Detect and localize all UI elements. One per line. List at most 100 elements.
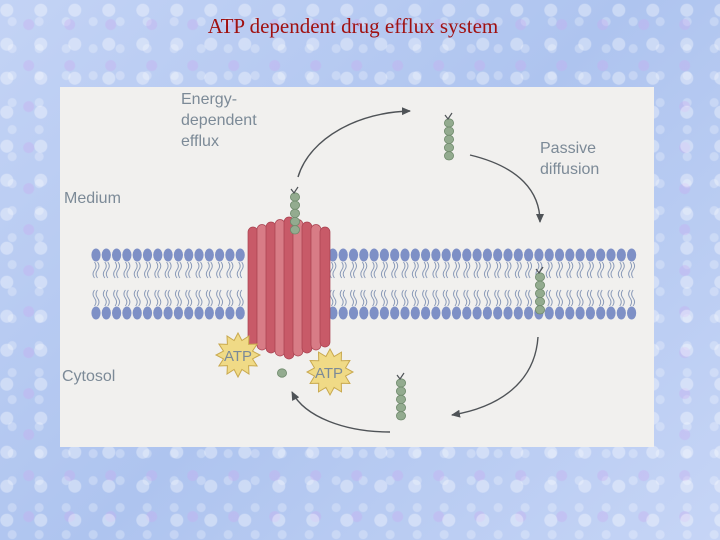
lipid-tail [373, 289, 378, 307]
lipid-tail [628, 289, 633, 307]
drug-bead [443, 134, 454, 145]
lipid-tail [494, 289, 499, 307]
label-passive-diffusion: Passive diffusion [540, 140, 600, 178]
lipid-tail [432, 261, 437, 279]
lipid-tail [507, 261, 512, 279]
lipid-tail [92, 261, 97, 279]
lipid-head [225, 306, 235, 320]
lipid-head [328, 306, 338, 320]
lipid-head [585, 248, 596, 262]
drug-hook [290, 186, 299, 195]
lipid-tail [188, 261, 193, 279]
drug-molecules [276, 112, 545, 421]
drug-molecule-entering-pump [276, 368, 287, 378]
lipid-tail [559, 289, 563, 307]
lipid-head [503, 306, 513, 320]
arrow-cytosol-return [451, 336, 539, 418]
lipid-head [472, 306, 482, 320]
lipid-tail [174, 289, 179, 307]
lipid-head [112, 248, 122, 262]
lipid-head [132, 306, 142, 320]
arrow-to-pump [291, 391, 391, 433]
lipid-tail [610, 289, 615, 307]
lipid-tail [504, 261, 509, 279]
lipid-tail [353, 289, 357, 307]
lipid-tail [177, 289, 182, 307]
lipid-tail [113, 289, 118, 307]
lipid-tail [229, 289, 234, 307]
lipid-head [493, 248, 503, 262]
lipid-tail [370, 289, 375, 307]
lipid-tail [404, 261, 409, 279]
lipid-tail [360, 289, 365, 307]
lipid-tail [239, 261, 244, 279]
lipid-tail [123, 289, 128, 307]
lipid-tail [370, 261, 375, 279]
lipid-head [101, 306, 111, 320]
lipid-tail [236, 289, 241, 307]
lipid-head [359, 306, 369, 320]
lipid-head [451, 306, 462, 320]
lipid-tail [95, 289, 100, 307]
lipid-tail [102, 289, 107, 307]
lipid-tail [597, 289, 602, 307]
lipid-tail [411, 261, 416, 279]
drug-hook [396, 372, 405, 381]
drug-bead [276, 368, 287, 378]
lipid-head [482, 248, 492, 262]
lipid-tail [133, 261, 138, 279]
lipid-tail [105, 261, 110, 279]
lipid-tail [463, 289, 468, 307]
lipid-tail [422, 289, 427, 307]
lipid-tail [157, 261, 162, 279]
lipid-tail [473, 261, 478, 279]
lipid-tail [167, 261, 172, 279]
lipid-head [400, 248, 410, 262]
drug-bead [534, 297, 545, 307]
atp-label-right: ATP [315, 365, 343, 382]
lipid-tail [157, 289, 162, 307]
lipid-tail [154, 289, 159, 307]
lipid-tail [548, 289, 553, 307]
lipid-tail [219, 289, 224, 307]
lipid-tail [432, 289, 437, 307]
label-energy-dependent-efflux: Energy- dependent efflux [181, 91, 257, 150]
lipid-tail [453, 289, 457, 307]
pump-helix [247, 226, 259, 348]
lipid-tail [198, 261, 203, 279]
lipid-tail [589, 261, 594, 279]
lipid-tail [517, 289, 522, 307]
lipid-head [451, 248, 462, 262]
lipid-tail [401, 261, 406, 279]
lipid-head [369, 306, 379, 320]
lipid-head [524, 248, 534, 262]
lipid-tail [404, 289, 409, 307]
lipid-tail [435, 261, 440, 279]
lipid-head [328, 248, 338, 262]
lipid-head [215, 248, 225, 262]
lipid-tail [394, 261, 399, 279]
pump-helix [310, 224, 322, 351]
lipid-head [225, 248, 235, 262]
lipid-tail [566, 289, 571, 307]
lipid-head [184, 306, 194, 320]
lipid-tail [219, 261, 224, 279]
pump-helix [319, 226, 331, 348]
lipid-tail [116, 289, 121, 307]
lipid-head [534, 248, 544, 262]
drug-bead [443, 142, 454, 153]
lipid-tail [525, 261, 530, 279]
lipid-tail [425, 261, 430, 279]
lipid-tail [620, 289, 625, 307]
lipid-tail [154, 261, 159, 279]
lipid-head [616, 248, 626, 262]
lipid-head [472, 248, 482, 262]
arrows [291, 107, 544, 433]
lipid-tail [174, 261, 179, 279]
lipid-head [565, 248, 575, 262]
drug-bead [443, 118, 454, 128]
lipid-head [554, 306, 565, 320]
lipid-tail [360, 261, 365, 279]
lipid-tail [628, 261, 633, 279]
drug-bead [289, 208, 300, 219]
